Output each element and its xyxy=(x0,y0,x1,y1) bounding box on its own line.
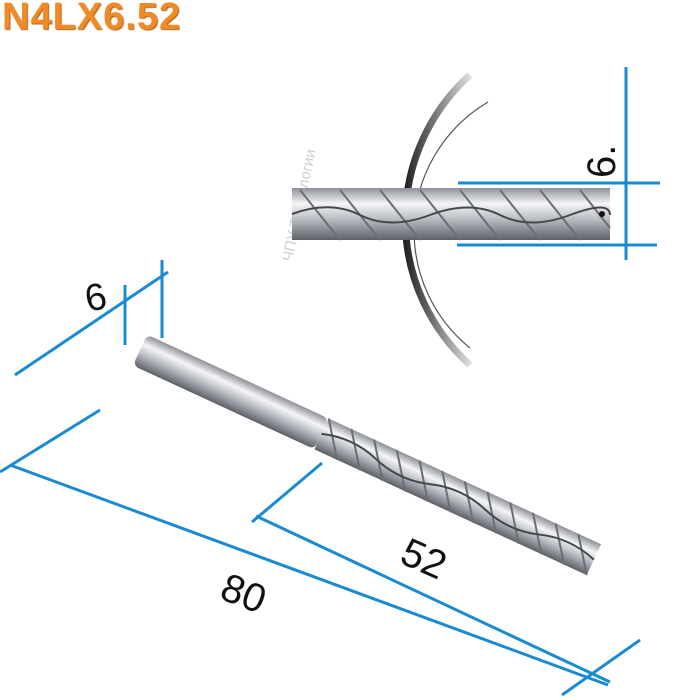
length-52-line xyxy=(255,514,611,684)
product-code: N4LX6.52 xyxy=(2,0,182,38)
length-80-line xyxy=(9,463,609,687)
length-80-ext-1 xyxy=(0,408,101,474)
cutting-diameter-label: 6. xyxy=(580,145,624,178)
length-80-ext-2 xyxy=(561,638,641,697)
inset-cutter-flutes xyxy=(291,188,611,241)
inset-dimension-lines xyxy=(457,67,660,260)
shank-diameter-label: 6 xyxy=(81,275,110,320)
length-52-ext xyxy=(251,461,323,524)
main-dimension-lines xyxy=(0,260,641,697)
cutting-part xyxy=(314,418,602,576)
cutting-length-label: 52 xyxy=(394,530,453,588)
overall-length-label: 80 xyxy=(215,565,272,622)
shank-dia-line xyxy=(14,270,169,377)
detail-inset: ЧПУ Технологии 6. xyxy=(279,67,660,368)
end-mill-tool xyxy=(134,336,602,576)
shank xyxy=(134,336,327,448)
